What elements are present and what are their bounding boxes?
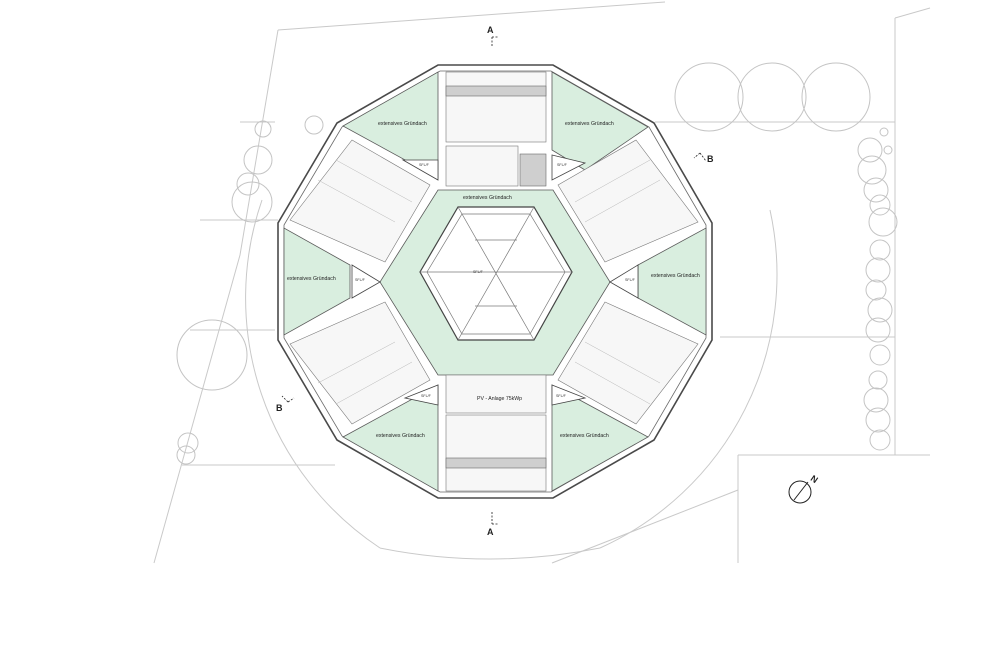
section-a-bottom: A <box>487 527 494 537</box>
north-label: N <box>809 473 820 485</box>
label-green-roof-top-left: extensives Gründach <box>378 121 427 127</box>
mark-left: SFL/F <box>355 278 366 282</box>
section-markers: A A B B <box>276 25 714 537</box>
mark-center: SFL/F <box>473 270 484 274</box>
label-green-roof-bottom-left: extensives Gründach <box>376 433 425 439</box>
green-roof-bottom-right <box>551 384 649 492</box>
label-green-roof-top-right: extensives Gründach <box>565 121 614 127</box>
label-pv-system: PV - Anlage 75kWp <box>477 396 522 402</box>
skylight-bottom-right <box>551 384 587 406</box>
building-roof <box>277 64 713 499</box>
label-green-roof-right: extensives Gründach <box>651 273 700 279</box>
skylight-top-left <box>401 159 439 181</box>
green-roof-bottom-left <box>342 384 439 492</box>
skylight-left <box>351 264 381 299</box>
label-green-roof-bottom-right: extensives Gründach <box>560 433 609 439</box>
central-skylight <box>419 206 573 341</box>
green-roof-top-left <box>342 71 439 179</box>
skylight-bottom-left <box>403 384 439 406</box>
mark-bottom-left: SFL/F <box>421 394 432 398</box>
mark-top-right: SFL/F <box>557 163 568 167</box>
mark-bottom-right: SFL/F <box>556 394 567 398</box>
site-context <box>153 1 931 564</box>
skylight-top-right <box>551 154 587 181</box>
skylight-right <box>609 264 639 299</box>
label-green-roof-left: extensives Gründach <box>287 276 336 282</box>
labels: extensives Gründach extensives Gründach … <box>287 121 700 439</box>
mark-right: SFL/F <box>625 278 636 282</box>
section-b-left: B <box>276 403 283 413</box>
green-roof-left <box>283 227 351 336</box>
section-a-top: A <box>487 25 494 35</box>
label-green-roof-center: extensives Gründach <box>463 195 512 201</box>
mark-top-left: SFL/F <box>419 163 430 167</box>
trees <box>176 62 898 465</box>
section-b-right: B <box>707 154 714 164</box>
north-arrow: N <box>788 473 820 504</box>
pv-arrays <box>289 71 699 492</box>
